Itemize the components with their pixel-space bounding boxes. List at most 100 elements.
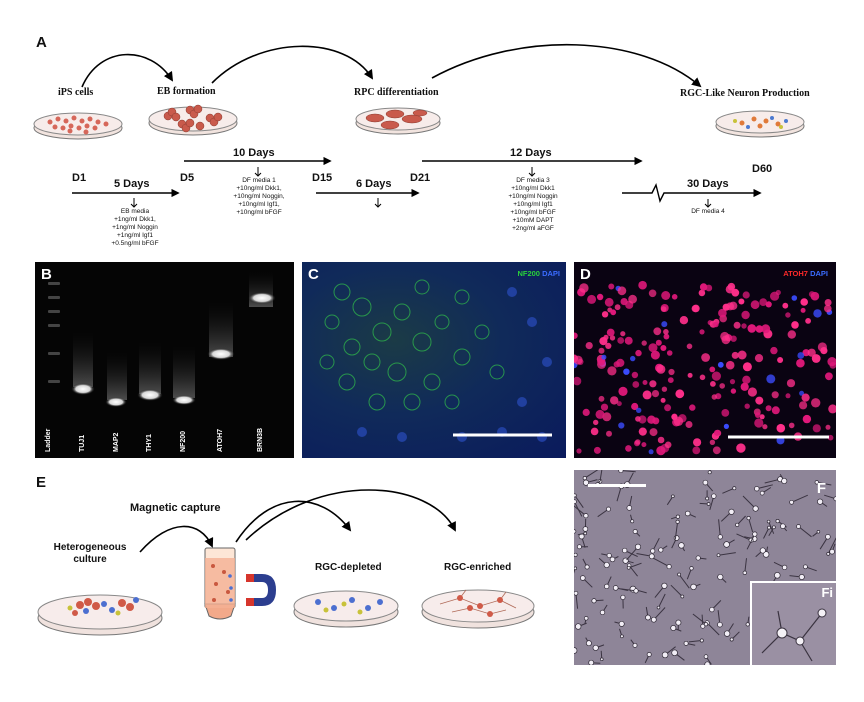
nucleus bbox=[664, 441, 672, 449]
nucleus bbox=[791, 295, 798, 301]
panel-f-label: F bbox=[816, 480, 826, 497]
panel-e-diagram bbox=[37, 489, 535, 636]
nucleus bbox=[585, 342, 593, 350]
nucleus bbox=[788, 422, 795, 429]
phase-cell bbox=[829, 543, 836, 555]
nucleus bbox=[628, 294, 637, 304]
gel-bands bbox=[48, 272, 276, 407]
nucleus bbox=[785, 312, 791, 318]
nucleus bbox=[624, 336, 633, 345]
phase-cells bbox=[574, 470, 836, 665]
nucleus bbox=[576, 448, 582, 454]
panel-e-label: E bbox=[36, 474, 47, 491]
nucleus bbox=[711, 371, 721, 381]
phase-cell bbox=[650, 537, 660, 554]
phase-cell bbox=[723, 539, 735, 548]
nucleus bbox=[766, 374, 776, 384]
phase-cell bbox=[717, 610, 723, 628]
nucleus bbox=[717, 361, 724, 368]
nucleus bbox=[593, 419, 599, 426]
phase-cell bbox=[803, 564, 817, 572]
nucleus bbox=[754, 418, 764, 428]
phase-cell bbox=[746, 531, 758, 550]
phase-cell bbox=[746, 516, 754, 533]
phase-cell bbox=[755, 547, 766, 558]
nf200-cells bbox=[319, 279, 552, 442]
phase-cell bbox=[754, 484, 773, 492]
magnetic-tube bbox=[204, 547, 236, 620]
nucleus bbox=[609, 335, 616, 341]
phase-cell bbox=[745, 616, 750, 627]
phase-cell bbox=[686, 566, 694, 580]
phase-cell bbox=[622, 557, 634, 564]
nucleus bbox=[642, 390, 652, 400]
nucleus bbox=[650, 350, 660, 360]
phase-cell bbox=[626, 543, 642, 561]
phase-cell bbox=[619, 628, 624, 639]
phase-cell bbox=[690, 583, 701, 591]
phase-cell bbox=[598, 557, 610, 569]
phase-cell bbox=[824, 494, 836, 502]
dish-eb bbox=[148, 104, 238, 136]
phase-cell bbox=[678, 542, 686, 552]
nucleus bbox=[712, 446, 721, 455]
lane-thy1: THY1 bbox=[146, 434, 153, 452]
dish-rgc-enriched bbox=[421, 589, 535, 629]
lane-atoh7: ATOH7 bbox=[217, 428, 224, 452]
stage-rgc-production: RGC-Like Neuron Production bbox=[680, 88, 810, 99]
nucleus bbox=[618, 422, 625, 429]
nucleus bbox=[747, 324, 757, 333]
nucleus bbox=[807, 348, 816, 357]
nucleus bbox=[635, 439, 641, 445]
nucleus bbox=[579, 283, 589, 293]
phase-cell bbox=[609, 556, 619, 563]
phase-cell bbox=[759, 487, 772, 496]
nucleus bbox=[692, 446, 701, 455]
phase-cell bbox=[707, 470, 712, 475]
nucleus bbox=[711, 394, 717, 400]
dish-ips bbox=[33, 112, 123, 140]
nucleus bbox=[800, 307, 806, 313]
phase-cell bbox=[695, 555, 707, 561]
nucleus bbox=[692, 304, 700, 313]
nucleus bbox=[657, 436, 665, 444]
atoh7-marker: ATOH7 bbox=[783, 269, 808, 278]
phase-cell bbox=[630, 639, 638, 648]
nucleus bbox=[635, 416, 641, 422]
phase-cell bbox=[742, 558, 747, 575]
phase-cell bbox=[796, 524, 812, 538]
nucleus bbox=[602, 412, 612, 422]
nucleus bbox=[799, 390, 805, 396]
nucleus bbox=[755, 396, 764, 405]
nucleus bbox=[648, 343, 658, 353]
nucleus bbox=[730, 388, 737, 394]
phase-cell bbox=[819, 534, 831, 550]
nucleus bbox=[802, 349, 810, 357]
nucleus bbox=[820, 347, 828, 355]
nucleus bbox=[729, 301, 738, 310]
nucleus bbox=[685, 421, 693, 428]
nucleus bbox=[616, 401, 622, 407]
nucleus bbox=[660, 345, 667, 351]
nucleus bbox=[777, 357, 784, 363]
scale-bar-f bbox=[588, 484, 646, 487]
nucleus bbox=[829, 362, 836, 369]
nucleus bbox=[675, 389, 685, 399]
dish-rgc-depleted bbox=[293, 590, 399, 628]
nucleus bbox=[605, 342, 612, 349]
nucleus bbox=[699, 374, 706, 381]
nucleus bbox=[664, 404, 672, 412]
nucleus bbox=[805, 318, 811, 324]
nucleus bbox=[827, 434, 834, 441]
phase-cell bbox=[779, 473, 788, 485]
phase-cell bbox=[597, 506, 611, 518]
nucleus bbox=[811, 354, 821, 363]
nucleus bbox=[660, 397, 666, 403]
nucleus bbox=[761, 324, 771, 334]
nucleus bbox=[720, 331, 730, 341]
nucleus bbox=[742, 291, 750, 299]
nucleus bbox=[765, 405, 772, 412]
phase-cell bbox=[709, 493, 717, 511]
nucleus bbox=[618, 386, 628, 396]
phase-cell bbox=[742, 495, 759, 512]
